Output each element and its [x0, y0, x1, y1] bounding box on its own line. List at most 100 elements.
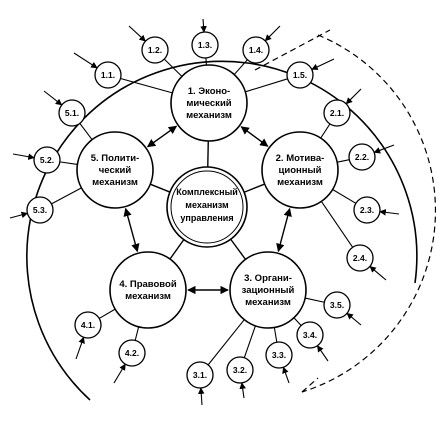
- link-2-3: [276, 207, 292, 253]
- sub-node-label: 2.1.: [330, 108, 344, 118]
- sub-input-2.1.: [345, 88, 362, 105]
- sub-node-circle: [74, 311, 102, 339]
- sub-node-label: 4.2.: [125, 348, 139, 358]
- sub-node-circle: [33, 146, 61, 174]
- link-4-5: [123, 207, 140, 253]
- sub-input-1.1.: [73, 52, 98, 69]
- sub-link-5.1.: [79, 123, 93, 140]
- sub-link-1.4.: [233, 59, 248, 75]
- mechanism-label-line: ционный: [279, 165, 322, 176]
- sub-node-label: 5.1.: [65, 108, 79, 118]
- sub-input-1.3.: [200, 18, 207, 33]
- sub-node-circle: [296, 321, 324, 349]
- sub-node-label: 3.2.: [233, 365, 247, 375]
- link-1-2: [240, 126, 269, 147]
- sub-node-circle: [265, 341, 293, 369]
- mechanism-label-line: механизм: [125, 291, 171, 302]
- sub-node-label: 3.5.: [330, 300, 344, 310]
- sub-link-1.1.: [120, 77, 173, 94]
- mechanism-label-line: механизм: [186, 110, 232, 121]
- sub-link-3.2.: [243, 325, 256, 358]
- center-line-3: управления: [180, 213, 233, 223]
- sub-node-label: 3.3.: [272, 350, 286, 360]
- sub-node-label: 1.4.: [249, 45, 263, 55]
- sub-input-2.4.: [369, 265, 387, 281]
- sub-link-2.1.: [320, 123, 331, 139]
- spoke-1: [207, 140, 209, 168]
- sub-link-3.1.: [207, 319, 245, 366]
- sub-node-circle: [323, 291, 351, 319]
- sub-input-5.3.: [9, 211, 29, 219]
- sub-input-2.2.: [373, 144, 395, 154]
- sub-node-label: 2.4.: [353, 253, 367, 263]
- sub-input-3.1.: [197, 387, 205, 406]
- sub-items: 1.1. 1.2. 1.3. 1.4. 1.5. 2.1. 2.2. 2.3. 2.4. 3.5.…: [9, 18, 400, 406]
- mechanism-circle: [76, 131, 154, 209]
- sub-input-3.2.: [239, 382, 246, 399]
- spoke-2: [243, 183, 265, 193]
- sub-input-2.3.: [379, 209, 400, 216]
- sub-node-circle: [242, 36, 270, 64]
- mechanism-label-line: механизм: [245, 297, 291, 308]
- sub-node-circle: [286, 61, 314, 89]
- sub-node-label: 5.2.: [40, 155, 54, 165]
- sub-node-circle: [348, 143, 376, 171]
- sub-link-3.3.: [273, 327, 278, 343]
- sub-link-5.3.: [51, 187, 82, 205]
- mechanism-label-line: 4. Правовой: [119, 279, 177, 290]
- mechanism-label-line: 3. Органи-: [244, 273, 292, 284]
- sub-link-4.1.: [98, 308, 116, 319]
- outer-boundary: [26, 60, 418, 401]
- sub-input-4.1.: [75, 336, 85, 360]
- center-line-2: механизм: [185, 200, 229, 210]
- dashed-boundary: [301, 34, 436, 393]
- mechanism-label-line: механизм: [277, 177, 323, 188]
- sub-node-label: 4.1.: [81, 320, 95, 330]
- sub-input-1.4.: [264, 25, 281, 42]
- sub-node-label: 1.1.: [101, 70, 115, 80]
- center-line-1: Комплексный: [176, 187, 238, 197]
- sub-node-circle: [58, 99, 86, 127]
- spoke-lines: [149, 140, 265, 260]
- spoke-5: [149, 183, 171, 193]
- sub-link-3.4.: [293, 317, 302, 326]
- sub-node-circle: [94, 61, 122, 89]
- sub-node-circle: [141, 36, 169, 64]
- sub-node-label: 1.5.: [293, 70, 307, 80]
- sub-node-label: 5.3.: [33, 205, 47, 215]
- sub-node-label: 2.3.: [360, 205, 374, 215]
- sub-input-1.2.: [128, 25, 146, 42]
- mechanism-label-line: 2. Мотива-: [276, 153, 325, 164]
- sub-node-circle: [323, 99, 351, 127]
- sub-link-1.5.: [245, 78, 288, 93]
- sub-node-label: 2.2.: [355, 152, 369, 162]
- sub-node-circle: [346, 244, 374, 272]
- mechanism-circle: [109, 251, 187, 329]
- sub-node-circle: [26, 196, 54, 224]
- sub-node-label: 1.2.: [148, 45, 162, 55]
- sub-input-3.4.: [316, 345, 329, 362]
- center-node: Комплексный механизм управления: [166, 166, 248, 248]
- sub-node-circle: [353, 196, 381, 224]
- sub-input-5.2.: [12, 153, 35, 160]
- mechanism-label-line: зационный: [242, 285, 295, 296]
- mechanism-circle: [229, 251, 307, 329]
- mechanism-label-line: 5. Полити-: [91, 153, 140, 164]
- sub-node-circle: [226, 356, 254, 384]
- sub-link-2.4.: [320, 201, 354, 248]
- sub-input-1.5.: [311, 58, 335, 70]
- sub-input-4.2.: [113, 363, 126, 384]
- sub-input-5.1.: [43, 90, 63, 106]
- sub-node-label: 1.3.: [198, 40, 212, 50]
- sub-link-2.3.: [332, 189, 357, 204]
- dashed-inner-boundary: [254, 29, 331, 393]
- sub-link-3.5.: [305, 297, 325, 303]
- sub-link-5.2.: [59, 161, 78, 166]
